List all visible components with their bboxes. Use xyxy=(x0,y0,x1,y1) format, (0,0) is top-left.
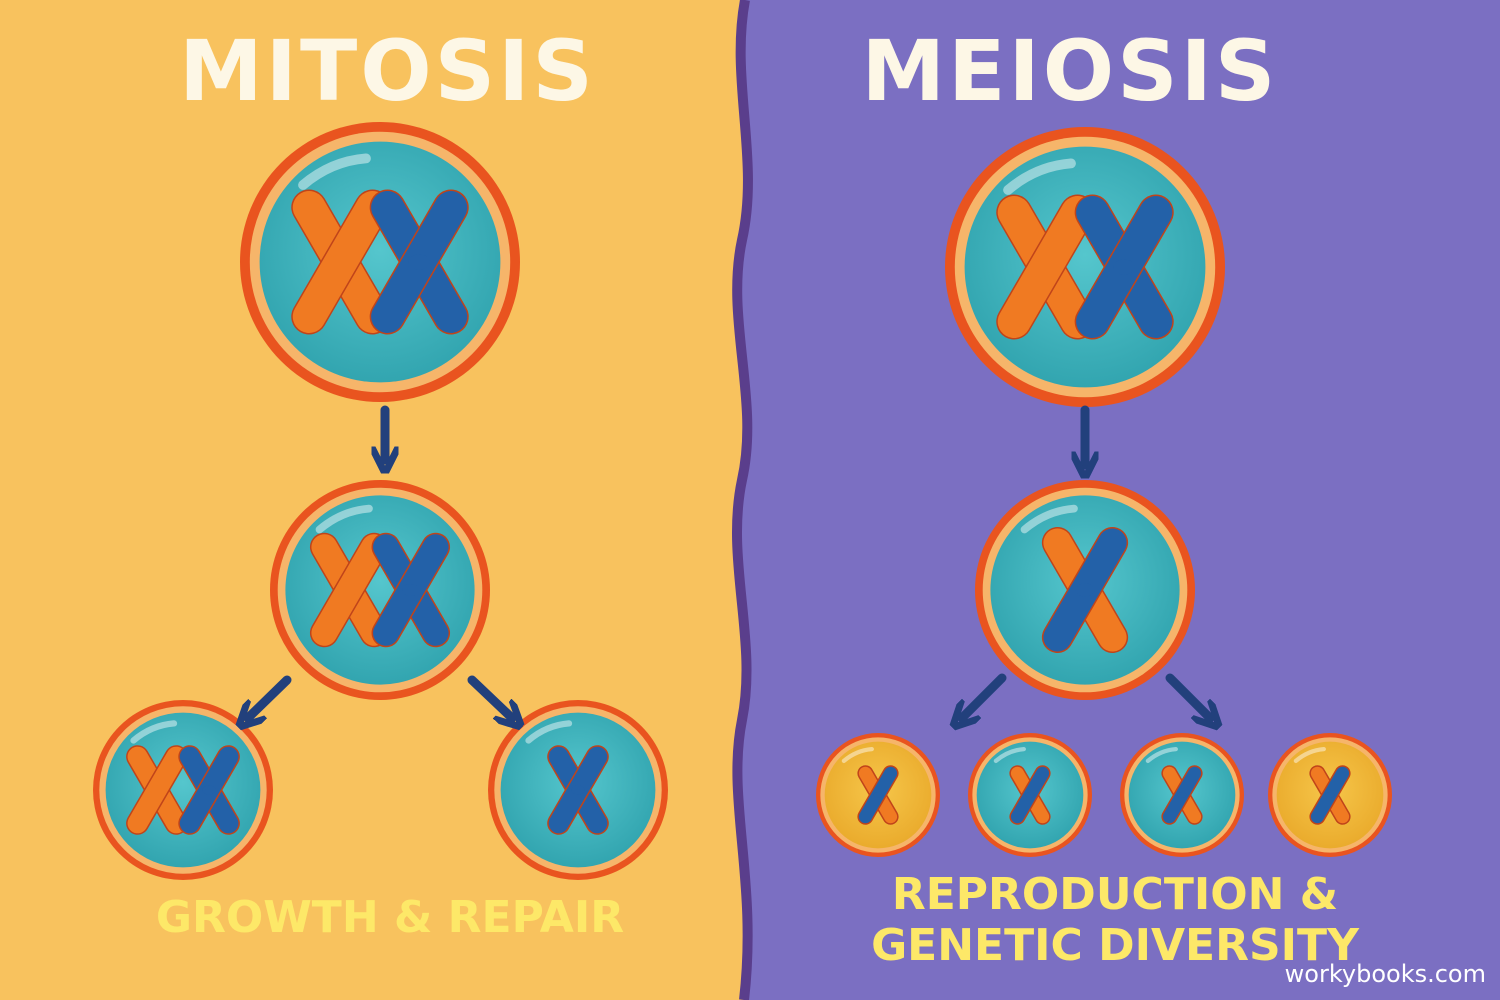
meiosis-gamete-2-highlight xyxy=(993,746,1026,764)
meiosis-parent-cell-highlight xyxy=(1003,158,1076,195)
mitosis-parent-cell-chromosome-2-centromere xyxy=(408,254,431,270)
meiosis-arrow-left xyxy=(962,673,1007,718)
mitosis-daughter-cell-left-chromosome-1 xyxy=(126,745,188,835)
mitosis-daughter-cell-right-highlight xyxy=(525,720,573,744)
mitosis-parent-cell-chromosome-1 xyxy=(291,189,391,335)
meiosis-gamete-3-chromosome-1-centromere xyxy=(1177,791,1187,799)
meiosis-caption-line1: REPRODUCTION & xyxy=(891,869,1339,920)
mitosis-middle-cell-chromosome-2 xyxy=(371,532,451,648)
meiosis-gamete-1 xyxy=(816,733,940,857)
mitosis-daughter-cell-left-cytoplasm xyxy=(105,712,261,868)
meiosis-middle-cell xyxy=(975,480,1195,700)
meiosis-parent-cell-chromosome-1 xyxy=(996,194,1096,340)
meiosis-gamete-2-chromosome-1-centromere xyxy=(1025,791,1035,799)
mitosis-daughter-cell-right-chromosome-1-centromere xyxy=(571,785,585,795)
wavy-divider xyxy=(732,0,753,1000)
meiosis-middle-cell-chromosome-1-centromere xyxy=(1075,583,1095,597)
mitosis-daughter-cell-left-chromosome-2 xyxy=(178,745,240,835)
meiosis-gamete-1-chromosome-1 xyxy=(857,765,899,825)
meiosis-gamete-2-chromosome-1 xyxy=(1009,765,1051,825)
mitosis-parent-cell xyxy=(240,122,520,402)
meiosis-parent-cell xyxy=(945,127,1225,407)
meiosis-gamete-4-chromosome-1-centromere xyxy=(1325,791,1335,799)
meiosis-parent-cell-chromosome-1-centromere xyxy=(1034,259,1057,275)
meiosis-gamete-1-chromosome-1-centromere xyxy=(873,791,883,799)
meiosis-parent-cell-chromosome-2-centromere xyxy=(1113,259,1136,275)
meiosis-gamete-3-highlight xyxy=(1145,746,1178,764)
mitosis-parent-cell-cytoplasm xyxy=(259,141,501,383)
meiosis-parent-cell-chromosome-2 xyxy=(1074,194,1174,340)
mitosis-title: MITOSIS xyxy=(179,22,596,120)
meiosis-gamete-2 xyxy=(968,733,1092,857)
meiosis-title: MEIOSIS xyxy=(861,22,1279,120)
meiosis-caption-line2: GENETIC DIVERSITY xyxy=(871,919,1359,971)
mitosis-arrow-left xyxy=(248,675,292,718)
mitosis-caption: GROWTH & REPAIR xyxy=(155,892,625,943)
meiosis-middle-cell-chromosome-1 xyxy=(1041,527,1129,653)
mitosis-daughter-cell-right-chromosome-1 xyxy=(547,745,609,835)
meiosis-gamete-1-highlight xyxy=(841,746,874,764)
mitosis-middle-cell-cytoplasm xyxy=(285,495,475,685)
mitosis-daughter-cell-left-chromosome-2-centromere xyxy=(202,785,216,795)
meiosis-gamete-4-chromosome-1 xyxy=(1309,765,1351,825)
mitosis-parent-cell-highlight xyxy=(298,153,371,190)
meiosis-caption: REPRODUCTION & GENETIC DIVERSITY xyxy=(830,869,1400,971)
watermark: workybooks.com xyxy=(1284,960,1486,988)
mitosis-daughter-cell-left-chromosome-1-centromere xyxy=(150,785,164,795)
meiosis-gamete-3 xyxy=(1120,733,1244,857)
mitosis-middle-cell-chromosome-1 xyxy=(309,532,389,648)
meiosis-middle-cell-highlight xyxy=(1020,504,1078,534)
mitosis-arrow-right xyxy=(467,675,512,718)
mitosis-middle-cell-chromosome-2-centromere xyxy=(402,583,420,597)
mitosis-daughter-cell-left xyxy=(93,700,273,880)
meiosis-gamete-4 xyxy=(1268,733,1392,857)
mitosis-parent-cell-chromosome-2 xyxy=(369,189,469,335)
meiosis-arrow-right xyxy=(1165,673,1210,718)
meiosis-gamete-4-highlight xyxy=(1293,746,1326,764)
mitosis-middle-cell xyxy=(270,480,490,700)
meiosis-gamete-3-chromosome-1 xyxy=(1161,765,1203,825)
mitosis-middle-cell-highlight xyxy=(315,504,373,534)
mitosis-daughter-cell-right xyxy=(488,700,668,880)
mitosis-middle-cell-chromosome-1-centromere xyxy=(340,583,358,597)
meiosis-parent-cell-cytoplasm xyxy=(964,146,1206,388)
mitosis-daughter-cell-left-highlight xyxy=(130,720,178,744)
mitosis-parent-cell-chromosome-1-centromere xyxy=(329,254,352,270)
